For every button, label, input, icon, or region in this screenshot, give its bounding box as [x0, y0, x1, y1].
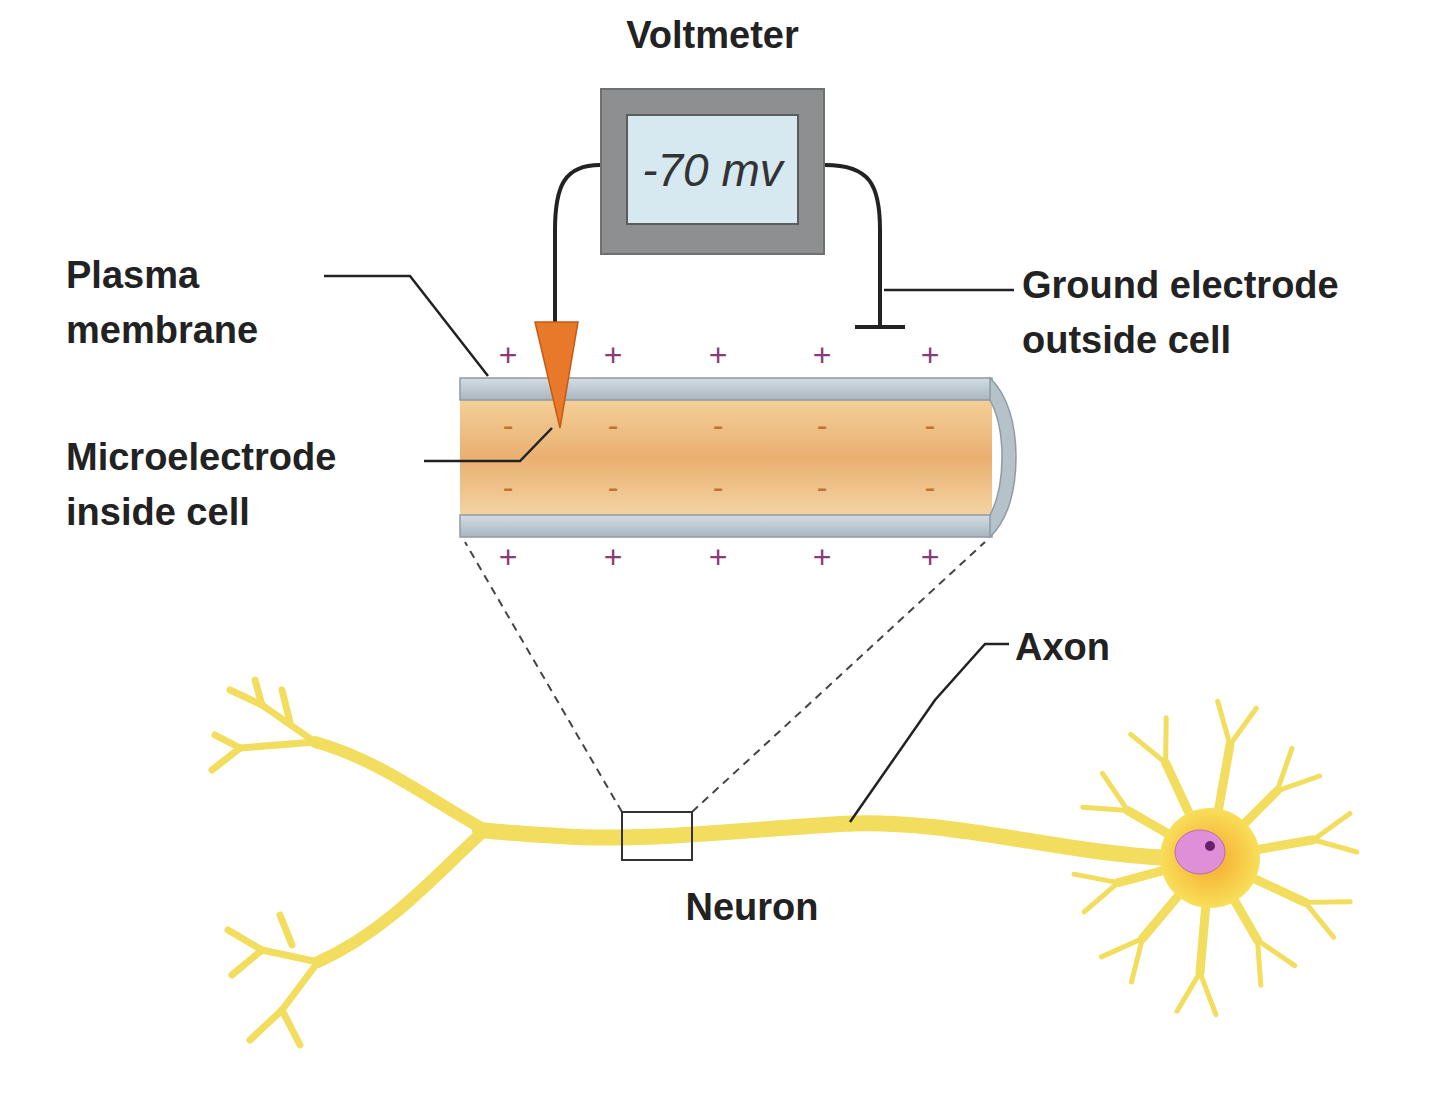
dendrite-branch [1305, 899, 1350, 905]
dendrite-branch [1277, 776, 1319, 791]
dendrite-branch [1101, 938, 1142, 956]
charge-minus: - [608, 409, 619, 441]
membrane-top [460, 378, 992, 400]
dendrite-branch [1313, 840, 1356, 852]
zoom-box [622, 812, 692, 860]
charge-minus: - [817, 471, 828, 503]
dendrite-branch [1177, 973, 1200, 1012]
device-name: Voltmeter [626, 14, 798, 57]
dendrite-branch [1313, 813, 1350, 839]
dendrite-branch [1305, 902, 1333, 937]
charge-plus: + [921, 541, 940, 573]
nucleolus [1205, 841, 1215, 851]
membrane-cap [990, 378, 1016, 537]
charge-minus: - [503, 471, 514, 503]
charge-minus: - [503, 409, 514, 441]
cytoplasm [460, 400, 992, 515]
cell-body [1160, 808, 1260, 908]
voltmeter-box: Voltmeter-70 mv [600, 88, 825, 255]
dendrite-branch [1131, 734, 1166, 762]
part-label: Neuron [686, 880, 819, 935]
charge-minus: - [817, 409, 828, 441]
axon-branch [318, 830, 485, 962]
charge-plus: + [813, 541, 832, 573]
axon-terminal [255, 680, 262, 705]
leader-line [424, 428, 552, 461]
charge-plus: + [921, 339, 940, 371]
electrode-wire [555, 165, 600, 322]
charge-plus: + [709, 339, 728, 371]
dendrite-branch [1084, 883, 1118, 912]
charge-plus: + [604, 339, 623, 371]
charge-plus: + [499, 339, 518, 371]
axon-terminal [262, 950, 318, 962]
part-label: Ground electrode outside cell [1022, 258, 1422, 368]
axon-terminal [280, 915, 292, 945]
axon-terminal [215, 735, 240, 748]
axon-terminal [282, 690, 290, 722]
axon-terminal [282, 962, 318, 1010]
dendrite-branch [1218, 701, 1230, 744]
leader-line [324, 276, 488, 376]
ground-wire [825, 165, 880, 326]
charge-minus: - [713, 409, 724, 441]
dendrite-branch [1258, 940, 1261, 985]
dendrite [1200, 898, 1207, 973]
zoom-line [692, 542, 985, 812]
axon-terminal [240, 742, 315, 748]
dendrite-branch [1230, 708, 1256, 745]
dendrite-branch [1163, 718, 1169, 763]
voltage-reading: -70 mv [642, 143, 783, 197]
dendrite-branch [1102, 773, 1127, 810]
axon-terminal [212, 748, 240, 770]
leader-line [850, 644, 1009, 822]
dendrite-branch [1074, 874, 1118, 882]
nucleus [1175, 830, 1225, 874]
zoom-line [465, 542, 622, 812]
dendrite-branch [1083, 807, 1128, 810]
microelectrode [535, 322, 578, 428]
dendrite-branch [1258, 940, 1295, 965]
charge-minus: - [713, 471, 724, 503]
part-label: Microelectrode inside cell [66, 430, 416, 540]
charge-plus: + [813, 339, 832, 371]
charge-plus: + [499, 541, 518, 573]
charge-plus: + [709, 541, 728, 573]
membrane-bottom [460, 515, 992, 537]
part-label: Plasma membrane [66, 248, 316, 358]
neuron-figure [212, 680, 1357, 1045]
ground-electrode [855, 325, 905, 329]
leader-line [884, 289, 1014, 292]
charge-plus: + [604, 541, 623, 573]
dendrite [1217, 745, 1230, 819]
part-label: Axon [1015, 620, 1110, 675]
axon-terminal [232, 950, 262, 975]
axon-branch [315, 742, 485, 830]
axon-terminal [282, 1010, 300, 1045]
charge-minus: - [608, 471, 619, 503]
charge-minus: - [925, 409, 936, 441]
dendrite-branch [1200, 973, 1216, 1015]
axon-terminal [228, 930, 262, 950]
display-screen: -70 mv [626, 114, 799, 225]
axon-shaft [480, 823, 1170, 858]
charge-minus: - [925, 471, 936, 503]
axon-terminal [250, 1010, 282, 1040]
